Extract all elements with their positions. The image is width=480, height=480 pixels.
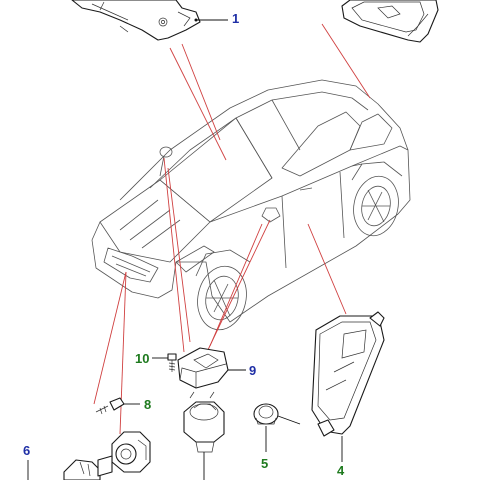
reference-lines xyxy=(93,23,371,435)
callout-10-label: 10 xyxy=(135,351,150,366)
callout-8-label: 8 xyxy=(144,397,152,412)
part-10-screw xyxy=(152,353,177,372)
part-4-control-module xyxy=(311,311,385,462)
part-9-camera-bracket xyxy=(177,347,246,389)
callout-5[interactable]: 5 xyxy=(261,457,268,470)
callout-6[interactable]: 6 xyxy=(23,444,30,457)
part-1-bracket xyxy=(71,0,201,41)
callout-10[interactable]: 10 xyxy=(135,352,149,365)
part-top-right-module xyxy=(341,0,439,43)
part-6-front-bracket xyxy=(27,431,151,480)
callout-1[interactable]: 1 xyxy=(232,12,239,25)
callout-9-label: 9 xyxy=(249,363,257,378)
callout-4[interactable]: 4 xyxy=(337,464,344,477)
callout-4-label: 4 xyxy=(337,463,345,478)
callout-9[interactable]: 9 xyxy=(249,364,256,377)
callout-5-label: 5 xyxy=(261,456,269,471)
callout-1-label: 1 xyxy=(232,11,240,26)
vehicle-outline xyxy=(91,79,411,331)
callout-8[interactable]: 8 xyxy=(144,398,151,411)
part-camera-unit xyxy=(183,391,225,480)
callout-6-label: 6 xyxy=(23,443,31,458)
part-8-fastener xyxy=(95,397,140,415)
part-5-sensor xyxy=(253,403,301,452)
